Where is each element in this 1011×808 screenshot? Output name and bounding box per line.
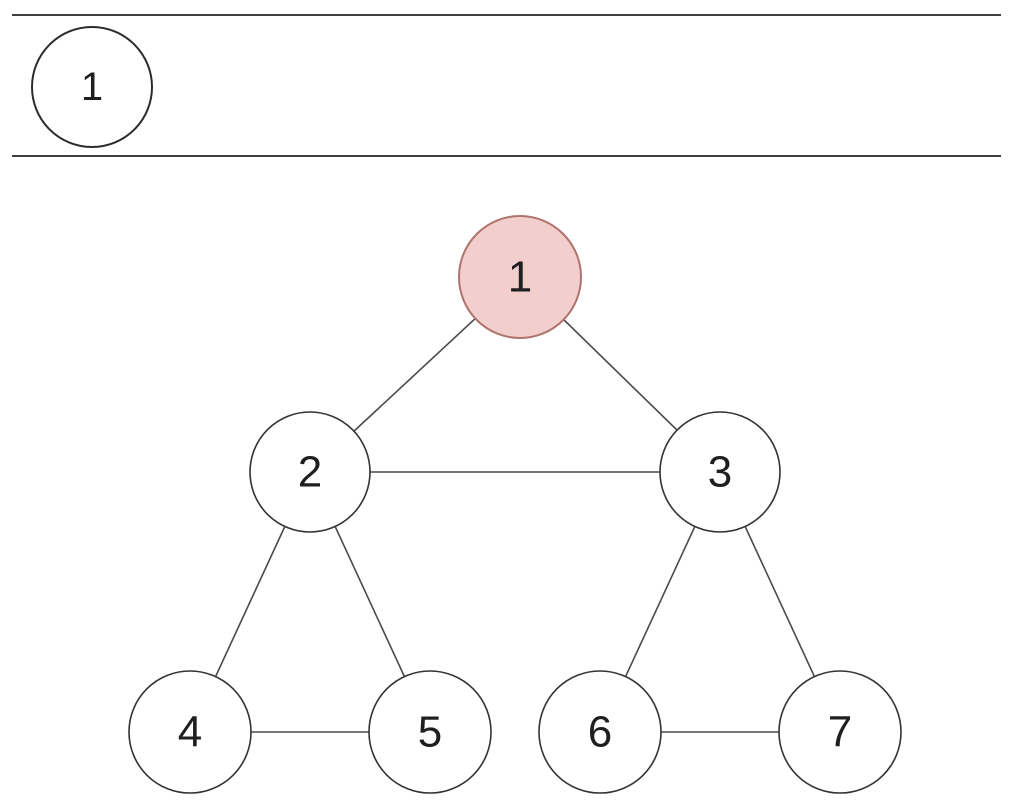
graph-node-7 xyxy=(778,670,902,794)
graph-node-label: 6 xyxy=(588,708,612,757)
graph-node-5 xyxy=(368,670,492,794)
graph-node-label: 3 xyxy=(708,448,732,497)
visited-queue-strip: 1 xyxy=(31,26,153,148)
graph-node-label: 7 xyxy=(828,708,852,757)
graph-node-label: 2 xyxy=(298,448,322,497)
graph-node-3 xyxy=(659,411,781,533)
queue-node-1: 1 xyxy=(31,26,153,148)
graph-node-6 xyxy=(538,670,662,794)
graph-node-label: 5 xyxy=(418,708,442,757)
graph-node-1-highlighted xyxy=(458,215,582,339)
graph-node-2 xyxy=(249,411,371,533)
graph-node-4 xyxy=(128,670,252,794)
queue-strip-top-divider xyxy=(12,14,1001,16)
graph-node-label: 1 xyxy=(508,253,532,302)
queue-node-label: 1 xyxy=(80,64,104,109)
queue-strip-bottom-divider xyxy=(12,155,1001,157)
graph-node-label: 4 xyxy=(178,708,202,757)
